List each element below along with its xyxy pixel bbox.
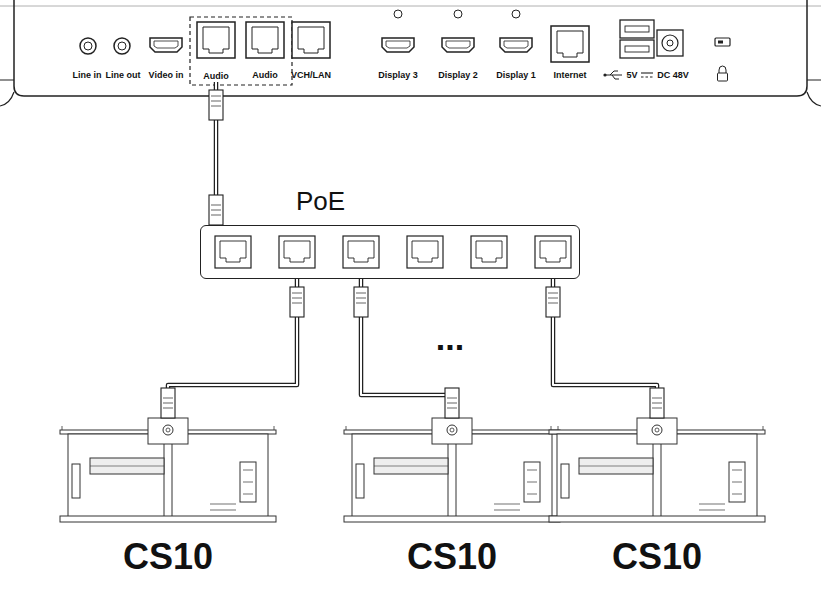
port-label: Display 1 — [496, 70, 536, 81]
rj45-plug — [209, 90, 223, 120]
audio-port: Audio — [193, 20, 239, 82]
plug-ridge — [292, 303, 302, 304]
port-label: VCH/LAN — [291, 70, 331, 81]
device-label: CS10 — [612, 535, 702, 578]
plug-ridge — [652, 403, 662, 404]
plug-ridge — [163, 408, 173, 409]
rj45-plug — [650, 388, 664, 418]
plug-ridge — [211, 205, 221, 206]
rj45-plug — [546, 287, 560, 317]
plug-ridge — [163, 398, 173, 399]
plug-ridge — [356, 293, 366, 294]
device-label: CS10 — [407, 535, 497, 578]
port-label: Video in — [149, 70, 184, 81]
rj45-plug — [445, 388, 459, 418]
plug-ridge — [163, 403, 173, 404]
rj45-plug — [161, 388, 175, 418]
port-label: Line in — [73, 70, 102, 81]
port-label: 5V — [626, 70, 637, 81]
poe-switch: PoE — [200, 225, 580, 279]
plug-ridge — [548, 298, 558, 299]
cable — [161, 279, 304, 418]
port-label: Audio — [252, 70, 278, 81]
port-label: Line out — [106, 70, 141, 81]
rj45-plug — [354, 287, 368, 317]
ellipsis-mark: ... — [436, 318, 464, 359]
cable-outline — [168, 279, 297, 418]
port-label: Internet — [553, 70, 586, 81]
plug-ridge — [652, 398, 662, 399]
cs10-speaker: CS10 — [549, 418, 765, 578]
cable — [546, 279, 664, 418]
plug-ridge — [652, 408, 662, 409]
port-label: DC 48V — [657, 70, 689, 81]
rj45-plug — [209, 195, 223, 225]
cs10-speaker: CS10 — [60, 418, 276, 578]
plug-ridge — [447, 403, 457, 404]
rj45-plug — [290, 287, 304, 317]
cable-core — [553, 279, 657, 418]
plug-ridge — [548, 293, 558, 294]
device-label: Audio — [203, 71, 229, 82]
port-label: Display 3 — [378, 70, 418, 81]
cs10-speaker: CS10 — [344, 418, 560, 578]
plug-ridge — [211, 101, 221, 102]
cable-outline — [553, 279, 657, 418]
plug-ridge — [292, 298, 302, 299]
plug-ridge — [356, 303, 366, 304]
plug-ridge — [447, 398, 457, 399]
plug-ridge — [548, 303, 558, 304]
plug-ridge — [447, 408, 457, 409]
plug-ridge — [211, 215, 221, 216]
cable — [209, 82, 223, 225]
plug-ridge — [292, 293, 302, 294]
device-heading: PoE — [296, 186, 345, 217]
plug-ridge — [211, 96, 221, 97]
plug-ridge — [211, 106, 221, 107]
plug-ridge — [211, 210, 221, 211]
device-label: CS10 — [123, 535, 213, 578]
cable-core — [168, 279, 297, 418]
port-label: Display 2 — [438, 70, 478, 81]
plug-ridge — [356, 298, 366, 299]
